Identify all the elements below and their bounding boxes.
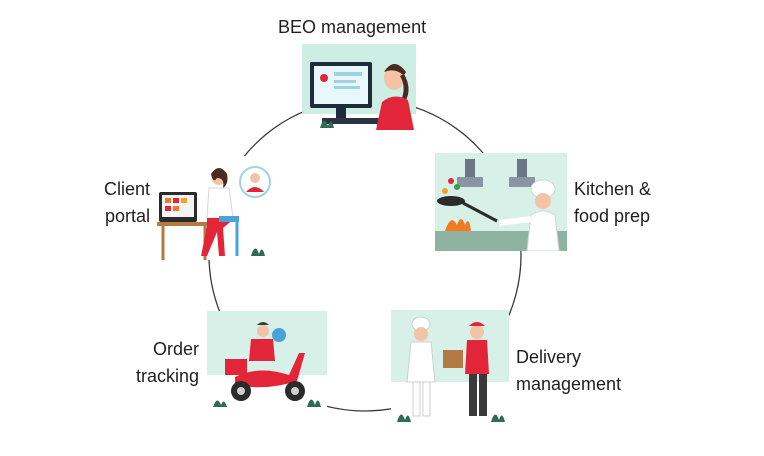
kitchen-food-prep-label: Kitchen &food prep bbox=[574, 179, 652, 226]
chef-handing-package-illustration bbox=[391, 310, 509, 424]
beo-management-label: BEO management bbox=[278, 17, 427, 37]
scooter-courier-illustration bbox=[207, 311, 327, 409]
woman-on-laptop-illustration bbox=[157, 156, 275, 260]
woman-at-computer-illustration bbox=[302, 44, 416, 136]
chef-cooking-illustration bbox=[435, 153, 567, 251]
